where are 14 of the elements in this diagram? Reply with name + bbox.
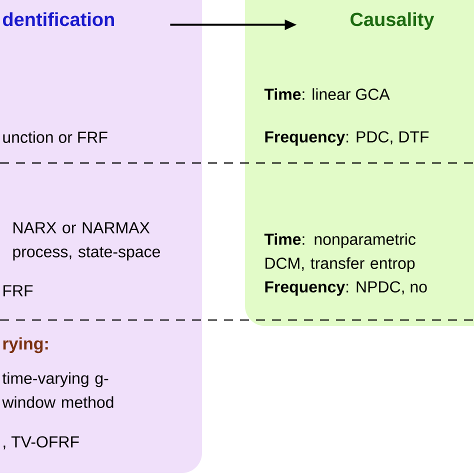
panel (0, 0, 202, 473)
method-text: FRF (4, 285, 33, 296)
method-text: , TV-OFRF (4, 436, 79, 450)
method-text: Time: nonparametric DCM, transfer entrop (264, 233, 416, 272)
heading: dentification (2, 12, 114, 26)
subheading: rying: (3, 337, 48, 354)
method-text: NARX or NARMAX process, state-space (13, 222, 160, 261)
heading: Causality (350, 12, 434, 30)
panel (245, 0, 474, 326)
method-text: time-varying g-window method (2, 372, 114, 408)
method-text: unction or FRF (3, 131, 108, 143)
method-text: Time: linear GCA (264, 88, 390, 100)
method-text: Frequency: PDC, DTF (265, 131, 429, 146)
method-text: Frequency: NPDC, no (265, 281, 427, 296)
